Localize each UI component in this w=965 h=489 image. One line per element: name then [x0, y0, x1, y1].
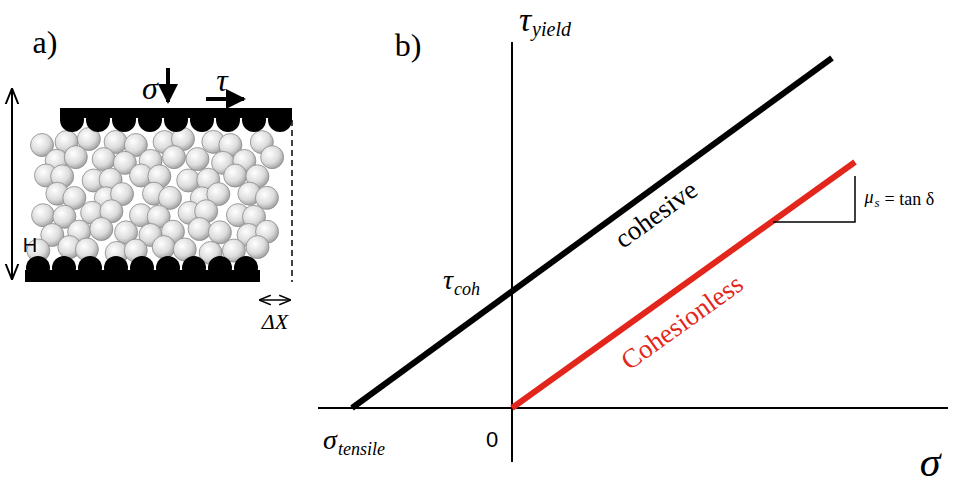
intercept-label: τ [443, 266, 453, 294]
slope-subscript: s [875, 196, 880, 209]
slope-label: = tan δ [885, 190, 935, 208]
panel-label: b) [395, 29, 422, 61]
x-axis [318, 407, 948, 409]
intercept-subscript: coh [454, 280, 480, 298]
grain-packing [27, 128, 284, 265]
origin-label: 0 [486, 429, 498, 451]
dimension-label: ΔX [262, 311, 288, 333]
displacement-line [291, 120, 293, 282]
grain [64, 146, 87, 169]
y-axis [511, 42, 513, 462]
shear-stress-arrow [206, 97, 244, 101]
grain [246, 236, 269, 259]
axis-subscript: yield [532, 19, 571, 39]
intercept-label: σ [323, 426, 337, 454]
axis-title: τ [519, 3, 531, 37]
slope-label: μ [864, 188, 873, 206]
slope-triangle [773, 176, 855, 222]
grain [261, 146, 284, 169]
grain [255, 186, 278, 209]
top-plate [60, 108, 292, 118]
grain [152, 236, 175, 259]
grain [162, 146, 185, 169]
grain [92, 148, 115, 171]
panel-label: a) [33, 26, 58, 58]
axis-title: σ [920, 441, 941, 483]
cohesionless-yield-line [512, 162, 855, 408]
displacement-arrow [260, 299, 290, 301]
stress-symbol: τ [216, 64, 227, 96]
grain [188, 218, 211, 241]
grain [90, 218, 113, 241]
normal-stress-arrow [166, 68, 170, 102]
grain [186, 148, 209, 171]
bottom-plate [25, 270, 260, 282]
height-arrow [11, 90, 13, 278]
top-plate-grains [60, 108, 292, 132]
dimension-label: H [23, 235, 37, 255]
intercept-subscript: tensile [338, 440, 385, 458]
stress-symbol: σ [142, 72, 158, 104]
